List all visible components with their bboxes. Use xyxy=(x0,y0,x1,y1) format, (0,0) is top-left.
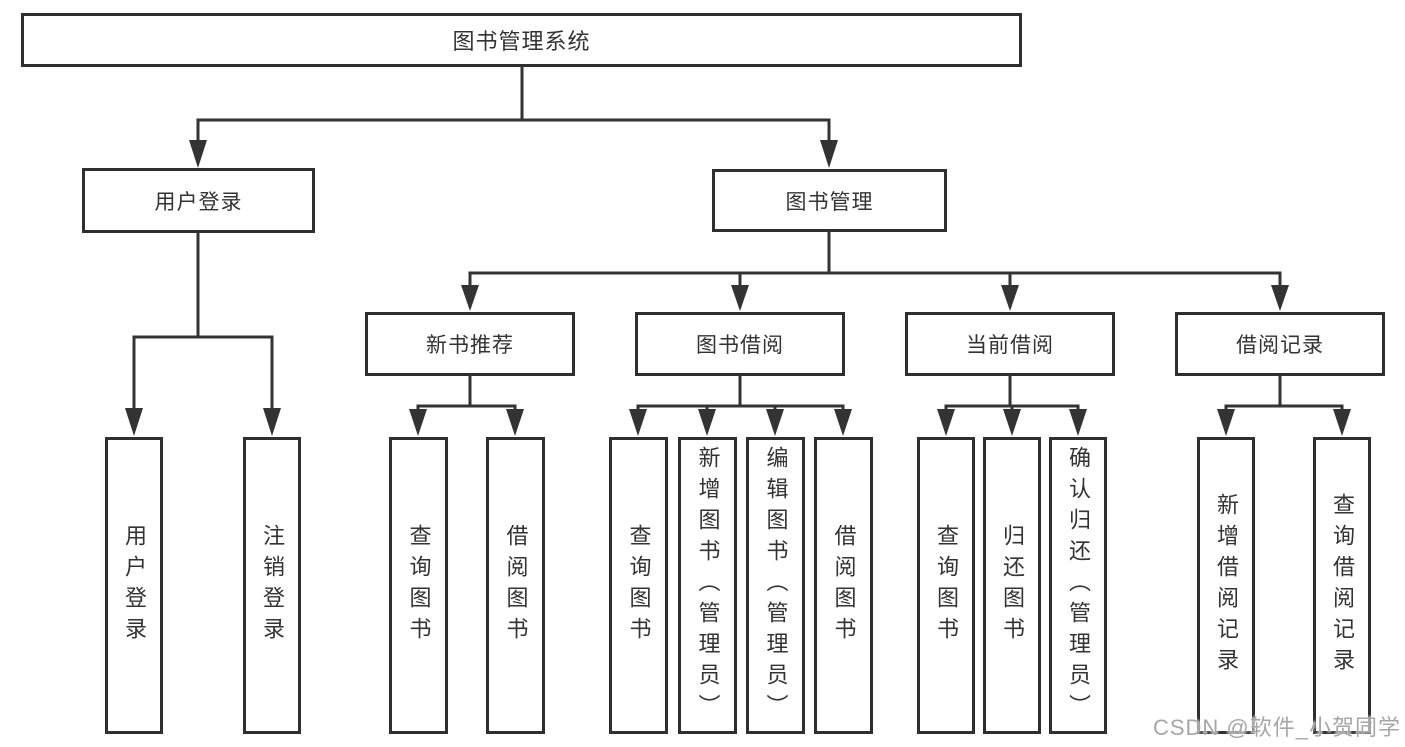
leaf-confirm-return-admin: 确认归还（管理员） xyxy=(1049,437,1107,734)
node-borrow-records: 借阅记录 xyxy=(1175,312,1385,376)
node-label: 用户登录 xyxy=(154,190,243,214)
leaf-return-books: 归还图书 xyxy=(983,437,1041,734)
node-current-borrow: 当前借阅 xyxy=(905,312,1115,376)
leaf-logout: 注销登录 xyxy=(243,437,301,734)
node-label: 用户登录 xyxy=(122,523,147,648)
node-label: 借阅记录 xyxy=(1236,334,1324,357)
node-label: 归还图书 xyxy=(1000,523,1025,648)
node-book-management: 图书管理 xyxy=(712,169,947,232)
node-user-login: 用户登录 xyxy=(82,168,315,233)
node-label: 图书管理系统 xyxy=(452,29,591,54)
node-label: 编辑图书（管理员） xyxy=(763,446,789,725)
node-new-book-recommend: 新书推荐 xyxy=(365,312,575,376)
leaf-add-borrow-record: 新增借阅记录 xyxy=(1197,437,1255,734)
leaf-add-books-admin: 新增图书（管理员） xyxy=(678,437,737,734)
node-label: 查询图书 xyxy=(934,523,959,648)
leaf-query-books-current: 查询图书 xyxy=(917,437,975,734)
leaf-borrow-books-recommend: 借阅图书 xyxy=(486,437,545,734)
node-label: 当前借阅 xyxy=(966,334,1054,357)
node-label: 查询图书 xyxy=(626,523,652,648)
node-label: 查询图书 xyxy=(406,523,432,648)
node-label: 新增借阅记录 xyxy=(1214,492,1239,679)
node-label: 新增图书（管理员） xyxy=(695,446,721,725)
leaf-user-login: 用户登录 xyxy=(105,437,163,734)
leaf-borrow-books: 借阅图书 xyxy=(814,437,873,734)
node-book-borrow: 图书借阅 xyxy=(635,312,845,376)
node-label: 借阅图书 xyxy=(503,523,529,648)
node-label: 图书管理 xyxy=(785,190,874,214)
leaf-query-books-borrow: 查询图书 xyxy=(609,437,668,734)
leaf-query-books-recommend: 查询图书 xyxy=(389,437,448,734)
node-label: 借阅图书 xyxy=(831,523,857,648)
node-label: 确认归还（管理员） xyxy=(1066,446,1091,725)
node-label: 图书借阅 xyxy=(696,334,784,357)
node-label: 查询借阅记录 xyxy=(1330,492,1355,679)
node-library-management-system: 图书管理系统 xyxy=(21,13,1022,67)
watermark: CSDN @软件_小贺同学 xyxy=(1152,715,1401,740)
node-label: 注销登录 xyxy=(260,523,285,648)
leaf-edit-books-admin: 编辑图书（管理员） xyxy=(746,437,805,734)
node-label: 新书推荐 xyxy=(426,334,514,357)
leaf-query-borrow-record: 查询借阅记录 xyxy=(1313,437,1371,734)
